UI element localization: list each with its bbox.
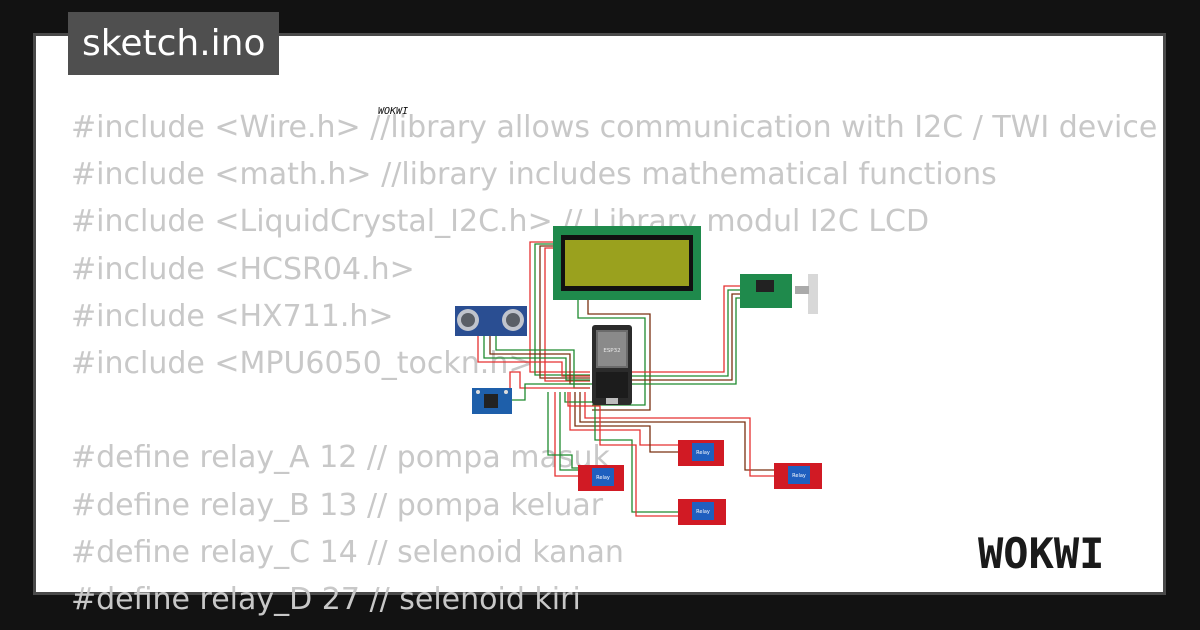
relay-label-4: Relay: [696, 509, 710, 515]
wokwi-logo: WOKWI: [978, 529, 1104, 578]
diagram-watermark: WOKWI: [378, 106, 408, 117]
lcd-display[interactable]: [553, 226, 701, 300]
code-line: #define relay_B 13 // pompa keluar: [71, 487, 604, 523]
canvas-card: #include <Wire.h> //library allows commu…: [33, 33, 1166, 617]
file-tab-label: sketch.ino: [82, 23, 266, 64]
code-line: #include <HCSR04.h>: [71, 251, 415, 287]
relay-label-2: Relay: [696, 450, 710, 456]
relay-module-1[interactable]: Relay: [578, 465, 624, 491]
relay-module-3[interactable]: Relay: [774, 463, 822, 489]
esp32-board[interactable]: ESP32: [592, 325, 632, 405]
wokwi-logo-text: WOKWI: [978, 529, 1104, 578]
code-line: #include <math.h> //library includes mat…: [71, 157, 997, 193]
code-line: #define relay_D 27 // selenoid kiri: [71, 581, 581, 617]
relay-label-3: Relay: [792, 473, 806, 479]
mpu6050-sensor[interactable]: [472, 388, 512, 414]
ultrasonic-sensor[interactable]: [455, 306, 527, 336]
wires: [477, 241, 776, 517]
code-line: #include <Wire.h> //library allows commu…: [71, 110, 1158, 145]
code-line: #define relay_C 14 // selenoid kanan: [71, 534, 624, 570]
hx711-module[interactable]: [740, 274, 818, 314]
code-line: #include <MPU6050_tockn.h>: [71, 345, 534, 381]
relay-module-4[interactable]: Relay: [678, 499, 726, 525]
relay-module-2[interactable]: Relay: [678, 440, 724, 466]
code-line: #include <HX711.h>: [71, 298, 394, 334]
file-tab[interactable]: sketch.ino: [68, 12, 280, 75]
code-preview: #include <Wire.h> //library allows commu…: [71, 104, 1157, 623]
esp32-label: ESP32: [603, 348, 620, 354]
relay-label-1: Relay: [596, 475, 610, 481]
